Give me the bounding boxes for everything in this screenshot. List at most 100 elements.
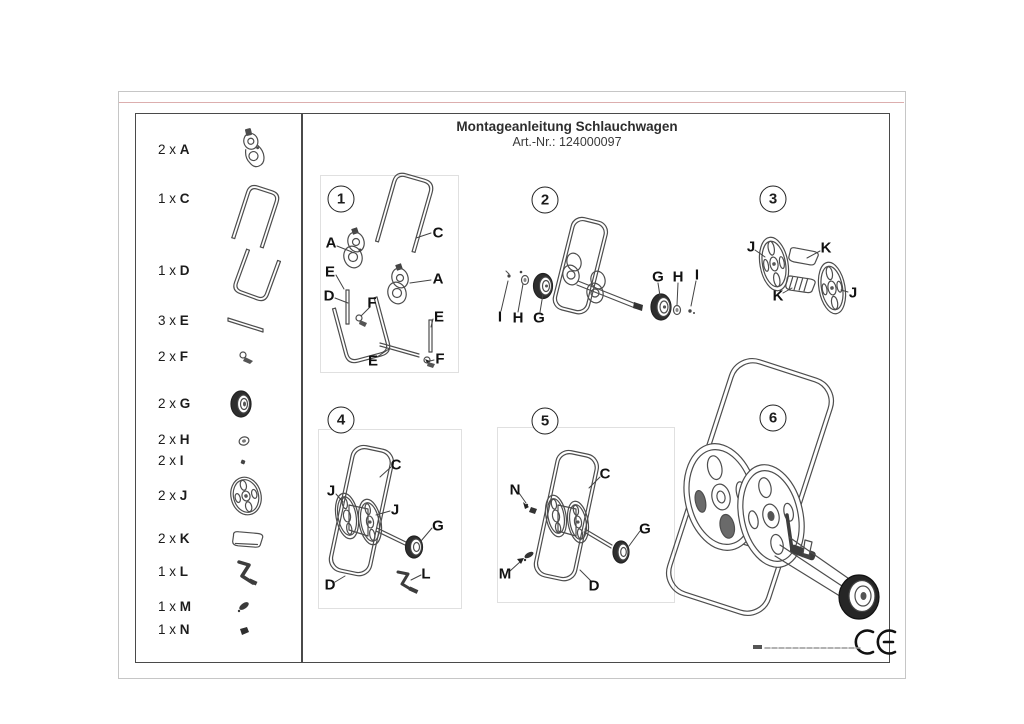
callout-letter: D [588,577,600,595]
part-qty: 3 x [158,313,177,328]
part-qty: 1 x [158,564,177,579]
part-letter: E [179,313,189,328]
article-number: Art.-Nr.: 124000097 [512,135,622,149]
part-e-thumbnail [228,318,263,332]
step-3-illustration [756,235,850,316]
callout-letter: J [390,501,400,519]
part-letter: J [179,488,188,503]
content-border-frame [135,113,890,663]
step-5-illustration [523,448,629,583]
callout-letter: E [324,263,336,281]
part-letter: C [179,191,190,206]
part-letter: N [179,622,190,637]
callout-letter: A [432,270,444,288]
part-c-thumbnail [232,183,281,247]
wheel-g [406,536,423,558]
ce-mark [856,631,895,654]
part-qty: 2 x [158,349,177,364]
step-number-text: 6 [768,409,778,427]
step-5-leader-lines [510,477,640,582]
wheel-g [613,541,629,563]
part-g-thumbnail [231,391,251,417]
step-1-number: 1 [327,185,355,213]
part-i-thumbnail [240,459,246,465]
step-number-text: 5 [540,412,550,430]
part-l-thumbnail [239,562,258,586]
part-letter: I [179,453,184,468]
callout-letter: E [367,352,379,370]
step-2-illustration [506,215,695,320]
part-a-thumbnail [240,128,266,168]
crank-l [398,572,419,594]
callout-letter: J [746,238,756,256]
step-number-text: 4 [336,411,346,429]
clamp-a-left [341,227,367,270]
callout-letter: G [652,268,664,286]
slat-k-bottom [785,274,816,295]
callout-letter: M [498,565,512,583]
parts-list-divider [301,113,303,663]
part-qty: 2 x [158,488,177,503]
part-j-thumbnail [227,474,265,518]
big-reel-disc-right [729,458,813,573]
part-qty: 2 x [158,432,177,447]
callout-letter: K [772,287,784,305]
step-6-number: 6 [759,404,787,432]
part-qty: 1 x [158,263,177,278]
step-3-number: 3 [759,185,787,213]
callout-letter: G [533,309,545,327]
wheel-g-right [651,294,671,320]
part-m-piece [524,551,534,559]
callout-letter: K [820,239,832,257]
step-4-image-box [318,429,462,609]
part-letter: L [179,564,189,579]
part-letter: H [179,432,190,447]
part-letter: A [179,142,190,157]
slat-k-top [788,246,819,267]
part-h-thumbnail [238,436,250,447]
part-n-piece [529,507,537,514]
wheel-g-left [534,274,553,299]
callout-letter: C [599,465,611,483]
callout-letter: A [325,234,337,252]
step-2-number: 2 [531,186,559,214]
step-3-leader-lines [755,250,848,293]
part-letter: D [179,263,190,278]
step-5-image-box [497,427,675,603]
callout-letter: H [672,268,684,286]
parts-list-row: 2 x H [158,432,190,447]
callout-letter: C [390,456,402,474]
parts-list-row: 1 x M [158,599,191,614]
page-title: Montageanleitung Schlauchwagen [456,119,678,134]
part-k-thumbnail [232,530,263,549]
part-n-thumbnail [240,627,249,635]
parts-list-row: 1 x C [158,191,190,206]
step-4-illustration [327,443,423,594]
parts-list-row: 2 x K [158,531,190,546]
parts-list-row: 1 x D [158,263,190,278]
part-qty: 2 x [158,453,177,468]
part-f-thumbnail [240,352,253,364]
part-m-thumbnail [237,602,249,613]
step-1-illustration [333,171,435,368]
callout-letter: L [421,565,431,583]
step-4-number: 4 [327,406,355,434]
step-6-illustration [660,352,879,621]
part-qty: 2 x [158,142,177,157]
step-number-text: 3 [768,190,778,208]
parts-list-row: 2 x G [158,396,190,411]
part-qty: 1 x [158,622,177,637]
callout-letter: I [497,308,503,326]
callout-letter: J [848,284,858,302]
part-letter: F [179,349,189,364]
callout-letter: F [435,350,445,368]
big-wheel [839,575,879,619]
parts-list-row: 1 x N [158,622,190,637]
part-letter: M [179,599,192,614]
parts-list-row: 2 x F [158,349,188,364]
step-1-image-box [320,175,459,373]
part-qty: 2 x [158,396,177,411]
step-1-leader-lines [335,233,434,363]
